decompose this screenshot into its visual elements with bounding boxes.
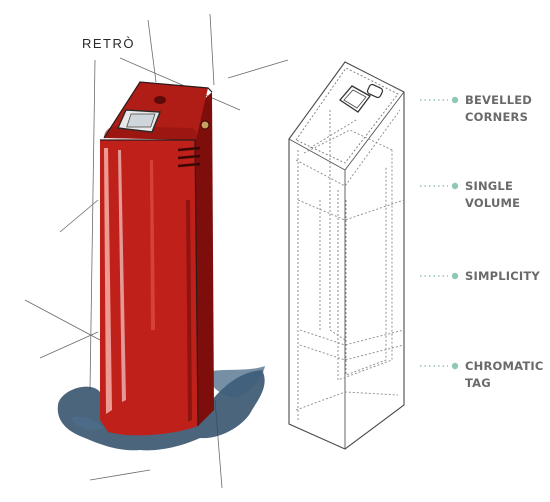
callout-dot-3	[451, 272, 459, 280]
sketch-title: RETRÒ	[82, 36, 135, 51]
callout-dot-4	[451, 362, 459, 370]
callout-dot-1	[451, 96, 459, 104]
callout-dot-2	[451, 182, 459, 190]
callout-chromatic-tag: CHROMATIC TAG	[465, 359, 544, 390]
callout-single-volume: SINGLE VOLUME	[465, 179, 521, 210]
callout-bevelled-corners: BEVELLED CORNERS	[465, 93, 533, 124]
callout-dots	[451, 96, 459, 370]
construction-lines	[24, 13, 289, 489]
wireframe-unit	[288, 61, 405, 450]
red-retro-unit	[100, 81, 214, 436]
callout-leaders	[420, 99, 448, 367]
callout-simplicity: SIMPLICITY	[465, 269, 540, 283]
